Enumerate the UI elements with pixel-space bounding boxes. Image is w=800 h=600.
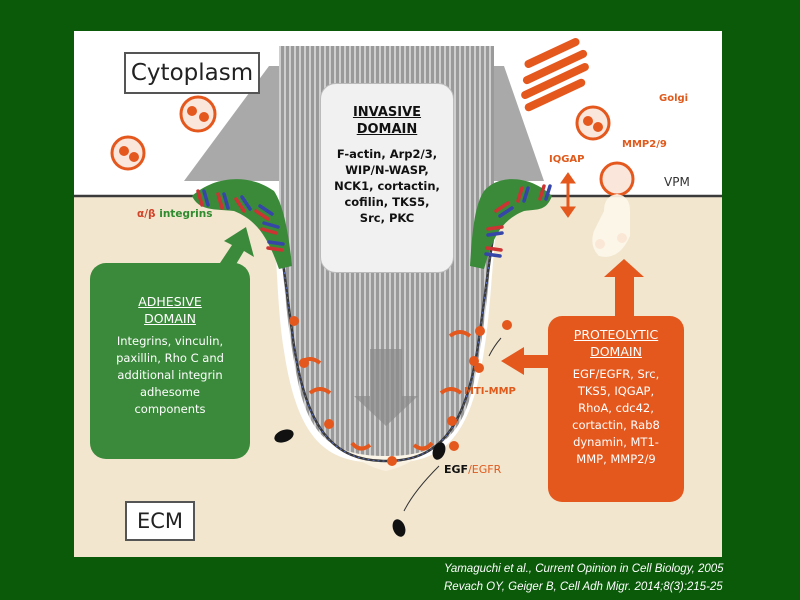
adhesive-domain-text: Integrins, vinculin, paxillin, Rho C and… (116, 334, 224, 416)
adhesive-domain-box: ADHESIVE DOMAIN Integrins, vinculin, pax… (90, 263, 250, 459)
adhesive-arrow (220, 227, 254, 271)
integrins-word: integrins (155, 208, 213, 220)
integrins-label: α/β integrins (137, 208, 212, 220)
integrins (196, 184, 552, 258)
proteolytic-domain-box: PROTEOLYTIC DOMAIN EGF/EGFR, Src, TKS5, … (548, 316, 684, 502)
vpm-label: VPM (664, 175, 690, 189)
egf-particles (274, 429, 446, 537)
citation: Yamaguchi et al., Current Opinion in Cel… (444, 560, 796, 596)
invasive-domain-text: F-actin, Arp2/3, WIP/N-WASP, NCK1, corta… (334, 147, 440, 225)
adhesion-ring-left (192, 179, 292, 269)
mti-mmp-label: MTI-MMP (464, 386, 516, 397)
egf-egfr-label: EGF/EGFR (444, 463, 501, 476)
invasive-domain-title: INVASIVE DOMAIN (352, 105, 422, 137)
egf-curve-arrow (403, 465, 440, 512)
citation-line-2: Revach OY, Geiger B, Cell Adh Migr. 2014… (444, 581, 723, 593)
proteolytic-domain-title: PROTEOLYTIC DOMAIN (573, 327, 659, 359)
integrins-alpha-beta: α/β (137, 208, 156, 220)
iqgap-label: IQGAP (549, 154, 585, 165)
proteolytic-up-arrow-stem (615, 272, 634, 317)
iqgap-arrow (560, 172, 576, 218)
invasion-direction-arrow (354, 349, 418, 426)
adhesive-domain-title: ADHESIVE DOMAIN (138, 294, 202, 326)
vesicles (110, 95, 635, 257)
golgi (521, 38, 589, 112)
mmp-label: MMP2/9 (622, 139, 667, 150)
proteolytic-up-arrow-head (604, 259, 644, 277)
proteolytic-left-arrow (501, 347, 549, 375)
mt1-mmp-curve-arrow (488, 337, 502, 357)
cytoplasm-label: Cytoplasm (124, 52, 260, 94)
mt1-mmp-hooks (298, 330, 472, 451)
citation-line-1: Yamaguchi et al., Current Opinion in Cel… (444, 563, 724, 575)
proteolytic-domain-text: EGF/EGFR, Src, TKS5, IQGAP, RhoA, cdc42,… (572, 367, 660, 466)
invasive-domain-box: INVASIVE DOMAIN F-actin, Arp2/3, WIP/N-W… (320, 83, 454, 273)
ecm-label: ECM (125, 501, 195, 541)
egfr-label: /EGFR (468, 463, 502, 476)
adhesion-ring-right (470, 179, 552, 269)
golgi-label: Golgi (659, 93, 689, 104)
egf-label: EGF (444, 463, 469, 476)
invadopodia-diagram: Cytoplasm ECM Golgi MMP2/9 IQGAP VPM MTI… (74, 31, 722, 557)
